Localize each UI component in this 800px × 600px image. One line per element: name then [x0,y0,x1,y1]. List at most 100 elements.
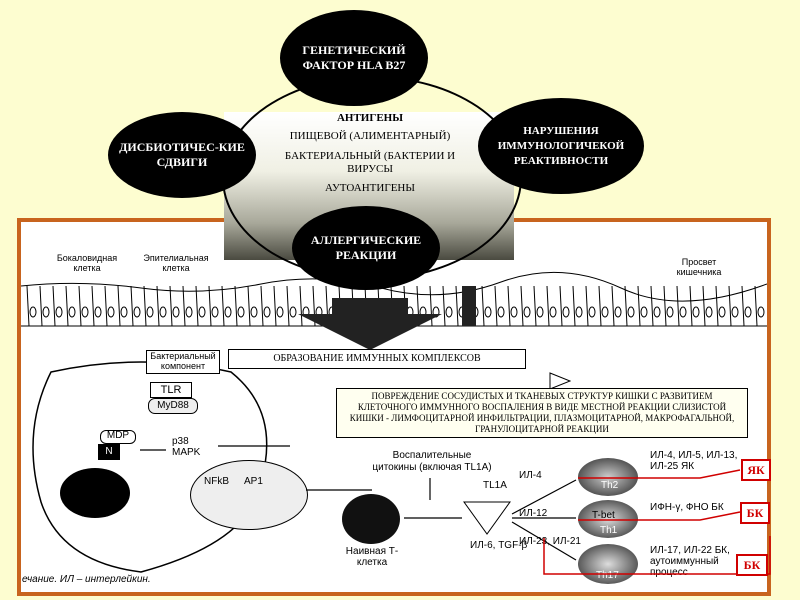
cell-wall [195,285,199,327]
nucleus-ellipse [190,460,308,530]
th17-cell-shape [578,544,638,584]
th1-label: Th1 [600,525,618,536]
cell-nucleus [549,306,557,318]
nfkb-label: NFkB [204,476,229,487]
cell-wall [637,285,641,327]
cell-wall [585,285,589,327]
goblet-cell-label: Бокаловидная клетка [56,253,118,273]
epithelial-cell-label: Эпителиальная клетка [143,253,209,273]
tlr-label: TLR [150,382,192,398]
cell-nucleus [185,306,193,318]
badge-uc: ЯК [741,459,771,481]
cell-nucleus [484,306,492,318]
cell-wall [221,285,225,327]
inflammatory-cytokines-label: Воспалительные цитокины (включая TL1A) [372,450,492,473]
cell-nucleus [211,306,219,318]
cell-wall [78,285,82,327]
cell-wall [104,285,108,327]
mdp-label: MDP [100,430,136,444]
nucleus-shape [60,468,130,518]
cell-nucleus [172,306,180,318]
naive-t-cell-label: Наивная Т-клетка [345,546,399,568]
cell-wall [559,285,563,327]
footnote: ечание. ИЛ – интерлейкин. [22,574,151,585]
cell-wall [117,285,121,327]
cell-nucleus [133,306,141,318]
cell-wall [273,285,277,327]
th2-output-label: ИЛ-4, ИЛ-5, ИЛ-13, ИЛ-25 ЯК [650,450,738,472]
genetic-factor-node: ГЕНЕТИЧЕСКИЙ ФАКТОР HLA B27 [280,10,428,106]
cell-wall [598,285,602,327]
nod-label: N [98,444,120,460]
cell-nucleus [666,306,674,318]
cell-nucleus [744,306,752,318]
cell-wall [455,285,459,327]
cell-wall [39,285,43,327]
th17-output-label: ИЛ-17, ИЛ-22 БК, аутоиммунный процесс [650,545,730,578]
cell-nucleus [237,306,245,318]
cell-nucleus [159,306,167,318]
cell-wall [754,285,758,327]
bacterial-component-label: Бактериальный компонент [146,350,220,374]
cell-nucleus [757,306,765,318]
cell-nucleus [718,306,726,318]
antigen-item-bacterial: БАКТЕРИАЛЬНЫЙ (БАКТЕРИИ И ВИРУСЫ [284,150,456,175]
th17-label: Th17 [596,570,619,581]
cell-nucleus [614,306,622,318]
cell-nucleus [94,306,102,318]
cell-wall [429,285,433,327]
cell-wall [676,285,680,327]
naive-t-cell-shape [342,494,400,544]
cell-nucleus [276,306,284,318]
cell-wall [572,285,576,327]
tissue-damage-box: ПОВРЕЖДЕНИЕ СОСУДИСТЫХ И ТКАНЕВЫХ СТРУКТ… [336,388,748,438]
cell-wall [494,285,498,327]
p38-mapk-label: p38 MAPK [172,436,201,458]
allergic-reactions-node: АЛЛЕРГИЧЕСКИЕ РЕАКЦИИ [292,206,440,290]
cell-nucleus [653,306,661,318]
cell-nucleus [731,306,739,318]
cell-nucleus [640,306,648,318]
cell-nucleus [536,306,544,318]
cell-wall [143,285,147,327]
cell-nucleus [29,306,37,318]
cell-nucleus [497,306,505,318]
th2-cell-shape [578,458,638,496]
cell-wall [286,285,290,327]
cell-wall [169,285,173,327]
cell-wall [26,285,30,327]
cell-wall [741,285,745,327]
cell-wall [442,285,446,327]
cell-wall [52,285,56,327]
cell-wall [702,285,706,327]
cell-wall [130,285,134,327]
cell-wall [715,285,719,327]
antigen-item-autoantigens: АУТОАНТИГЕНЫ [325,182,415,194]
cell-wall [689,285,693,327]
cell-nucleus [107,306,115,318]
cell-wall [663,285,667,327]
cell-wall [91,285,95,327]
cell-wall [520,285,524,327]
cell-nucleus [289,306,297,318]
cell-wall [481,285,485,327]
immune-reactivity-node: НАРУШЕНИЯ ИММУНОЛОГИЧЕКОЙ РЕАКТИВНОСТИ [478,98,644,194]
dysbiotic-shifts-node: ДИСБИОТИЧЕС-КИЕ СДВИГИ [108,112,256,198]
cell-nucleus [55,306,63,318]
antigens-title: АНТИГЕНЫ [336,112,404,124]
receptor-funnel-icon [463,501,511,535]
cell-wall [650,285,654,327]
cell-nucleus [42,306,50,318]
cell-wall [156,285,160,327]
cell-wall [611,285,615,327]
myd88-label: MyD88 [148,398,198,414]
il23-il21-label: ИЛ-23, ИЛ-21 [519,536,581,547]
cell-nucleus [588,306,596,318]
cell-wall [182,285,186,327]
tbet-label: T-bet [592,510,615,521]
cell-nucleus [627,306,635,318]
down-arrow-icon [298,298,442,350]
il4-label: ИЛ-4 [519,470,542,481]
cell-nucleus [224,306,232,318]
cell-wall [65,285,69,327]
